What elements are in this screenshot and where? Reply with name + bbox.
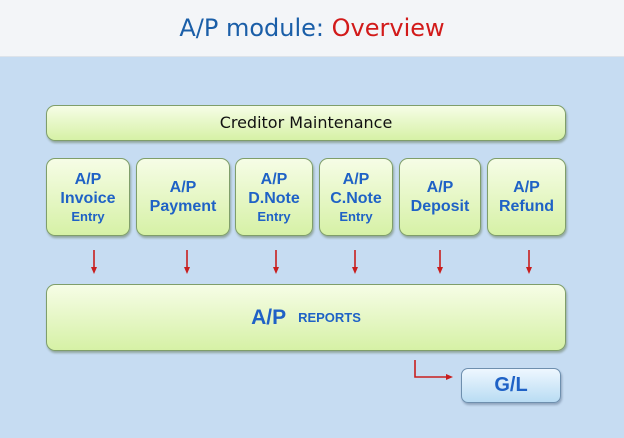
deposit-line-2: Deposit [410, 198, 470, 215]
title-highlight: Overview [331, 14, 445, 42]
dnote-line-2: D.Note [248, 189, 300, 207]
title-prefix: A/P module: [179, 14, 324, 42]
cnote-line-1: A/P [342, 170, 370, 188]
ap-payment-box: A/P Payment [136, 158, 230, 236]
invoice-line-3: Entry [71, 208, 105, 224]
title-bar: A/P module: Overview [0, 0, 624, 57]
reports-sub-label: REPORTS [298, 310, 361, 325]
cnote-line-3: Entry [339, 208, 373, 224]
refund-line-1: A/P [513, 179, 540, 196]
arrow-reports-to-gl [414, 360, 453, 380]
ap-reports-box: A/P REPORTS [46, 284, 566, 351]
invoice-line-1: A/P [74, 170, 102, 188]
payment-line-1: A/P [169, 179, 197, 196]
ap-dnote-entry-box: A/P D.Note Entry [235, 158, 313, 236]
dnote-line-3: Entry [257, 208, 291, 224]
refund-line-2: Refund [498, 198, 555, 215]
ap-invoice-entry-box: A/P Invoice Entry [46, 158, 130, 236]
payment-line-2: Payment [149, 198, 217, 215]
dnote-line-1: A/P [260, 170, 288, 188]
deposit-line-1: A/P [426, 179, 454, 196]
gl-box: G/L [461, 368, 561, 403]
creditor-maintenance-box: Creditor Maintenance [46, 105, 566, 141]
reports-main-label: A/P [251, 305, 287, 329]
ap-deposit-box: A/P Deposit [399, 158, 481, 236]
invoice-line-2: Invoice [60, 189, 116, 207]
ap-cnote-entry-box: A/P C.Note Entry [319, 158, 393, 236]
page-title: A/P module: Overview [0, 14, 624, 42]
cnote-line-2: C.Note [330, 189, 382, 207]
ap-refund-box: A/P Refund [487, 158, 566, 236]
